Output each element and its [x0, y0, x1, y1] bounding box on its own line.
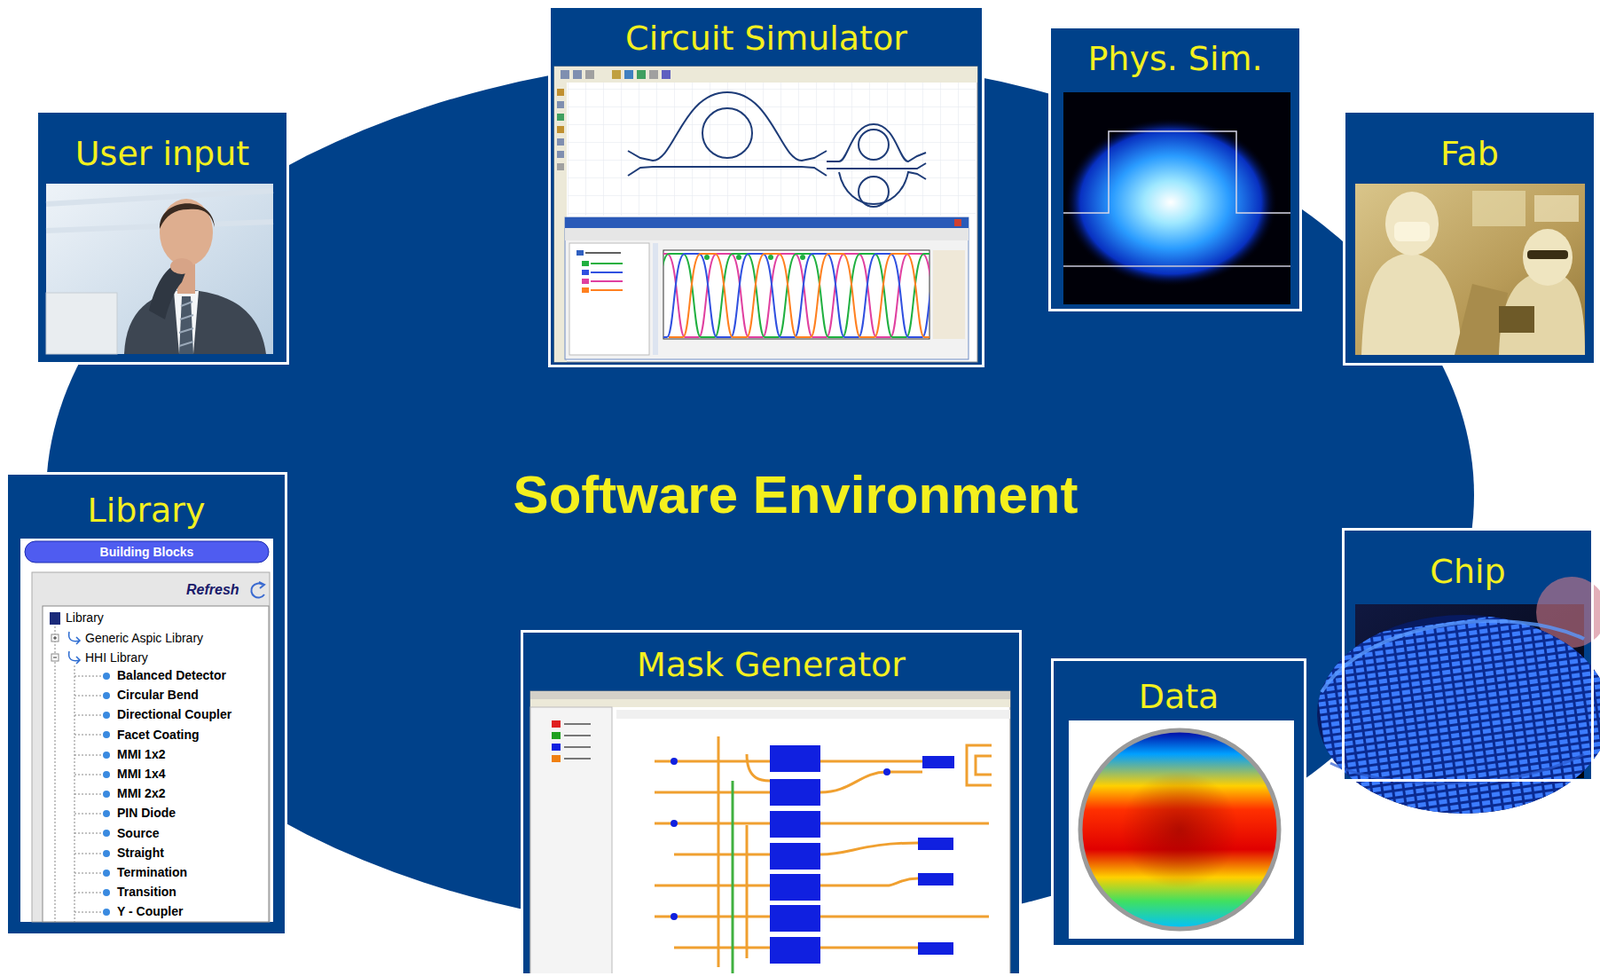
panel-title: Fab: [1345, 131, 1594, 176]
tree-folder: HHI Library: [85, 650, 149, 666]
panel-title: Chip: [1344, 549, 1592, 594]
stage-panel: Fab: [1342, 109, 1597, 366]
stage-panel: Data: [1050, 658, 1307, 948]
stage-panel: Mask Generator: [520, 629, 1022, 976]
tree-item: Transition: [117, 884, 177, 900]
tree-folder: Generic Aspic Library: [85, 630, 204, 646]
panel-header: Building Blocks: [24, 544, 269, 560]
stage-panel: Chip: [1341, 527, 1594, 782]
tree-item: Circular Bend: [117, 687, 199, 703]
tree-item: Straight: [117, 845, 165, 861]
stage-panel: Circuit Simulator: [548, 5, 985, 368]
environment-ellipse: Software Environment: [46, 55, 1475, 934]
center-heading: Software Environment: [442, 463, 1079, 526]
stage-panel: User input: [35, 109, 290, 365]
tree-item: Facet Coating: [117, 727, 200, 743]
panel-title: Data: [1053, 674, 1304, 719]
tree-folder: Library: [65, 610, 104, 626]
panel-title: User input: [38, 131, 287, 176]
refresh-button: Refresh: [186, 580, 240, 598]
tree-item: Termination: [117, 864, 188, 880]
tree-item: Balanced Detector: [117, 667, 227, 683]
tree-item: Directional Coupler: [117, 706, 232, 722]
stage-panel: Phys. Sim.: [1048, 25, 1302, 312]
panel-title: Phys. Sim.: [1050, 36, 1300, 81]
panel-title: Circuit Simulator: [550, 15, 982, 61]
tree-item: PIN Diode: [117, 805, 176, 821]
tree-item: Y - Coupler: [117, 903, 183, 919]
panel-title: Mask Generator: [523, 642, 1020, 687]
tree-item: MMI 1x4: [117, 766, 165, 782]
tree-item: MMI 2x2: [117, 785, 165, 801]
tree-item: MMI 1x2: [117, 746, 165, 762]
panel-title: Library: [7, 487, 285, 533]
tree-item: Source: [117, 825, 159, 841]
